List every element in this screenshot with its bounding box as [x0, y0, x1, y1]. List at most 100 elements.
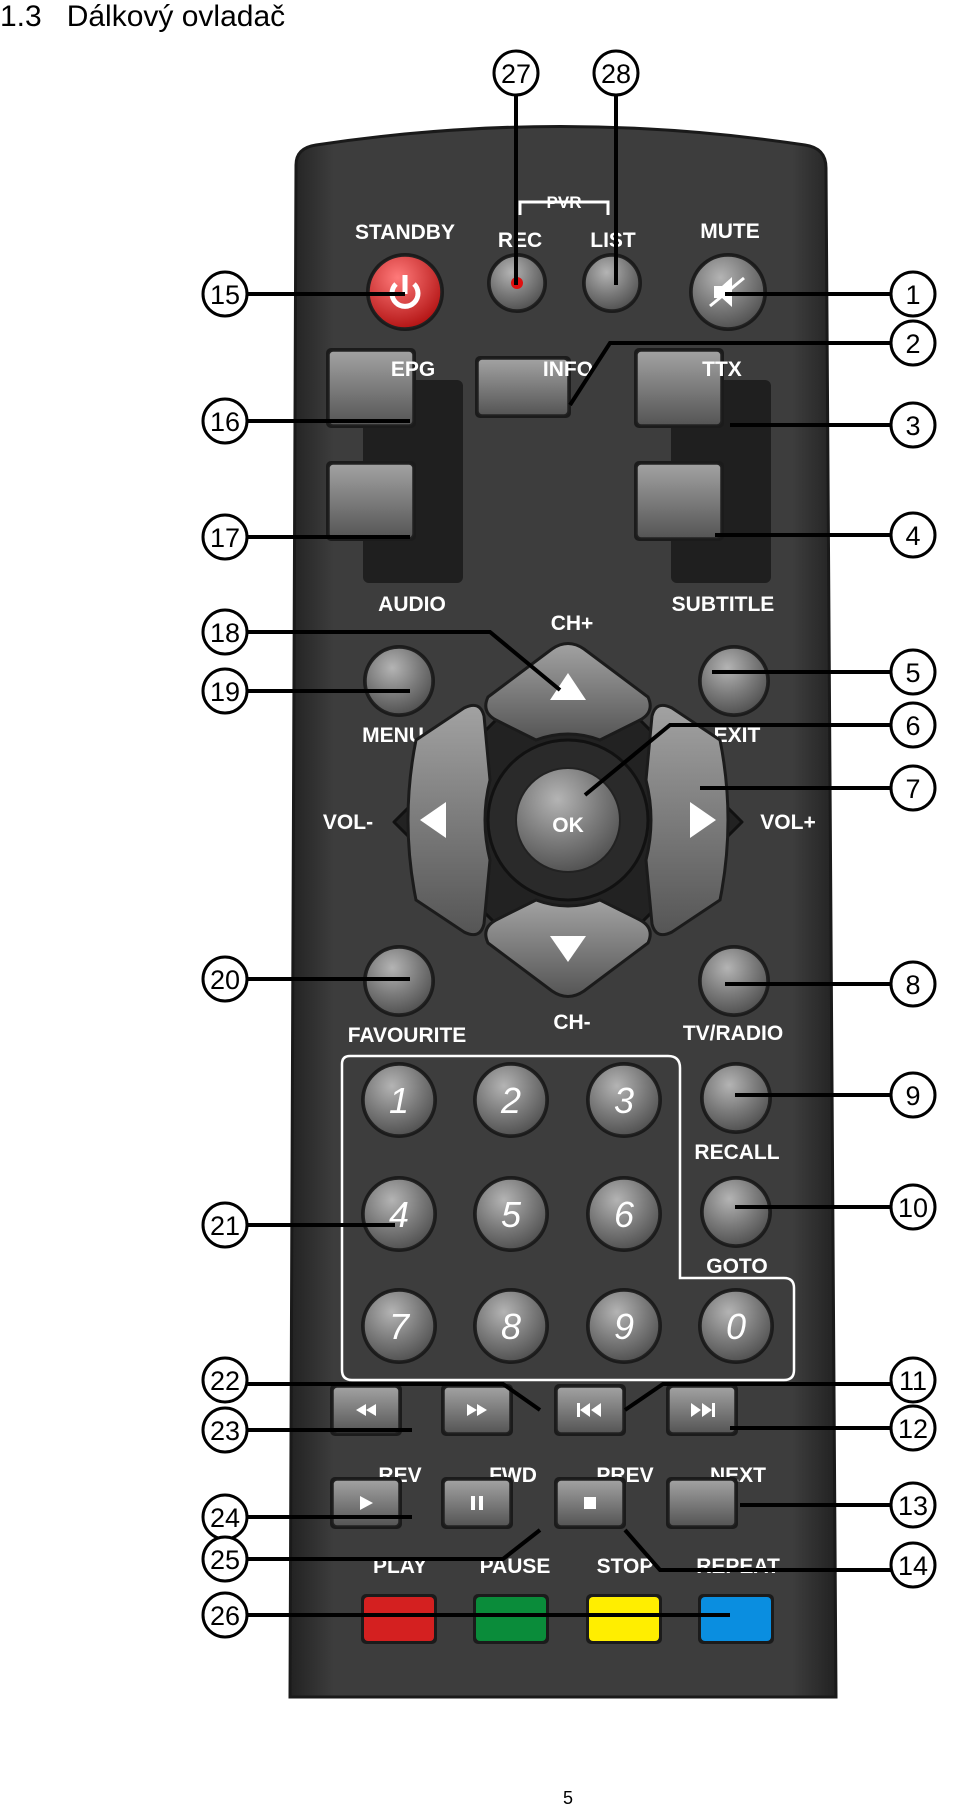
blue-key[interactable]: [698, 1594, 774, 1644]
list-button[interactable]: LIST: [582, 229, 642, 313]
numpad-key-5[interactable]: 5: [473, 1176, 549, 1252]
callout-6: 6: [583, 701, 937, 797]
callout-number: 14: [898, 1551, 928, 1581]
callout-number: 25: [210, 1545, 240, 1575]
exit-label: EXIT: [714, 724, 761, 747]
green-key[interactable]: [473, 1594, 549, 1644]
numpad-key-8[interactable]: 8: [473, 1288, 549, 1364]
numpad-key-7[interactable]: 7: [361, 1288, 437, 1364]
goto-face: [702, 1178, 770, 1246]
callout-circle: [201, 1201, 249, 1249]
callout-number: 6: [905, 711, 920, 741]
red-key-face: [364, 1597, 434, 1641]
power-icon: [389, 282, 421, 309]
goto-button[interactable]: GOTO: [700, 1176, 772, 1278]
fast-forward-icon: [467, 1404, 487, 1416]
stop-button[interactable]: STOP: [554, 1477, 653, 1578]
red-key[interactable]: [361, 1594, 437, 1644]
callout-20: 20: [201, 955, 410, 1003]
numpad-key-face: [588, 1064, 660, 1136]
repeat-button[interactable]: REPEAT: [666, 1477, 780, 1578]
callout-circle: [201, 1591, 249, 1639]
info-label: INFO: [543, 358, 593, 381]
numpad-key-2[interactable]: 2: [473, 1062, 549, 1138]
callout-1: 1: [725, 270, 937, 318]
numpad-key-0[interactable]: 0: [698, 1288, 774, 1364]
callout-circle: [889, 401, 937, 449]
callout-number: 2: [905, 329, 920, 359]
callout-circle: [889, 1183, 937, 1231]
list-label: LIST: [590, 229, 636, 252]
pvr-label: PVR: [547, 193, 582, 212]
callout-number: 15: [210, 280, 240, 310]
callout-circle: [201, 955, 249, 1003]
ok-face: [515, 767, 621, 873]
ch-up-button[interactable]: CH+: [484, 612, 652, 742]
numpad-key-label: 8: [501, 1306, 521, 1347]
vol-up-button[interactable]: VOL+: [644, 703, 816, 937]
callout-8: 8: [725, 960, 937, 1008]
audio-button[interactable]: AUDIO: [326, 461, 446, 616]
menu-button[interactable]: MENU: [362, 645, 435, 747]
ch-down-button[interactable]: CH-: [484, 898, 652, 1034]
callout-21: 21: [201, 1201, 395, 1249]
arrow-up-icon: [550, 673, 586, 700]
ttx-button[interactable]: TTX: [634, 348, 742, 428]
recall-label: RECALL: [694, 1141, 779, 1164]
arrow-right-icon: [690, 802, 716, 838]
callout-number: 16: [210, 407, 240, 437]
callout-circle: [889, 1541, 937, 1589]
vol-down-button[interactable]: VOL-: [323, 703, 492, 937]
recall-button[interactable]: RECALL: [694, 1062, 780, 1164]
pause-face: [443, 1479, 511, 1527]
skip-previous-icon: [577, 1403, 601, 1417]
section-heading: 1.3 Dálkový ovladač: [0, 0, 286, 33]
mute-button[interactable]: MUTE: [689, 220, 767, 331]
numpad-key-face: [475, 1064, 547, 1136]
callout-circle: [201, 608, 249, 656]
vol-down-label: VOL-: [323, 811, 373, 834]
numpad-key-face: [475, 1178, 547, 1250]
callout-number: 18: [210, 618, 240, 648]
callout-4: 4: [715, 511, 937, 559]
callout-number: 7: [905, 774, 920, 804]
numpad-key-label: 0: [726, 1306, 746, 1347]
next-button[interactable]: NEXT: [666, 1384, 766, 1487]
audio-face: [328, 463, 414, 539]
info-face: [477, 358, 569, 416]
callout-number: 5: [905, 658, 920, 688]
callout-5: 5: [712, 648, 937, 696]
tv-radio-label: TV/RADIO: [683, 1022, 783, 1045]
subtitle-face: [636, 463, 722, 539]
callout-number: 11: [899, 1366, 927, 1396]
menu-label: MENU: [362, 724, 424, 747]
epg-button[interactable]: EPG: [326, 348, 435, 428]
numpad-key-label: 6: [614, 1194, 635, 1235]
favourite-label: FAVOURITE: [348, 1024, 467, 1047]
callout-number: 24: [210, 1503, 240, 1533]
callout-circle: [889, 1071, 937, 1119]
subtitle-button[interactable]: SUBTITLE: [634, 461, 774, 616]
numpad-key-label: 4: [389, 1194, 409, 1235]
ok-button[interactable]: OK: [515, 767, 621, 873]
vol-up-label: VOL+: [760, 811, 815, 834]
vol-down-face: [406, 703, 492, 937]
callout-circle: [889, 764, 937, 812]
numpad-key-1[interactable]: 1: [361, 1062, 437, 1138]
tv-radio-button[interactable]: TV/RADIO: [683, 945, 783, 1045]
yellow-key[interactable]: [586, 1594, 662, 1644]
numpad-key-9[interactable]: 9: [586, 1288, 662, 1364]
callout-number: 12: [898, 1414, 928, 1444]
blue-key-face: [701, 1597, 771, 1641]
callout-number: 28: [601, 59, 631, 89]
callout-line: [247, 630, 562, 692]
numpad-key-3[interactable]: 3: [586, 1062, 662, 1138]
info-button[interactable]: INFO: [475, 356, 593, 418]
exit-button[interactable]: EXIT: [698, 645, 770, 747]
numpad-key-4[interactable]: 4: [361, 1176, 437, 1252]
numpad-key-6[interactable]: 6: [586, 1176, 662, 1252]
callout-circle: [592, 49, 640, 97]
callout-circle: [492, 49, 540, 97]
